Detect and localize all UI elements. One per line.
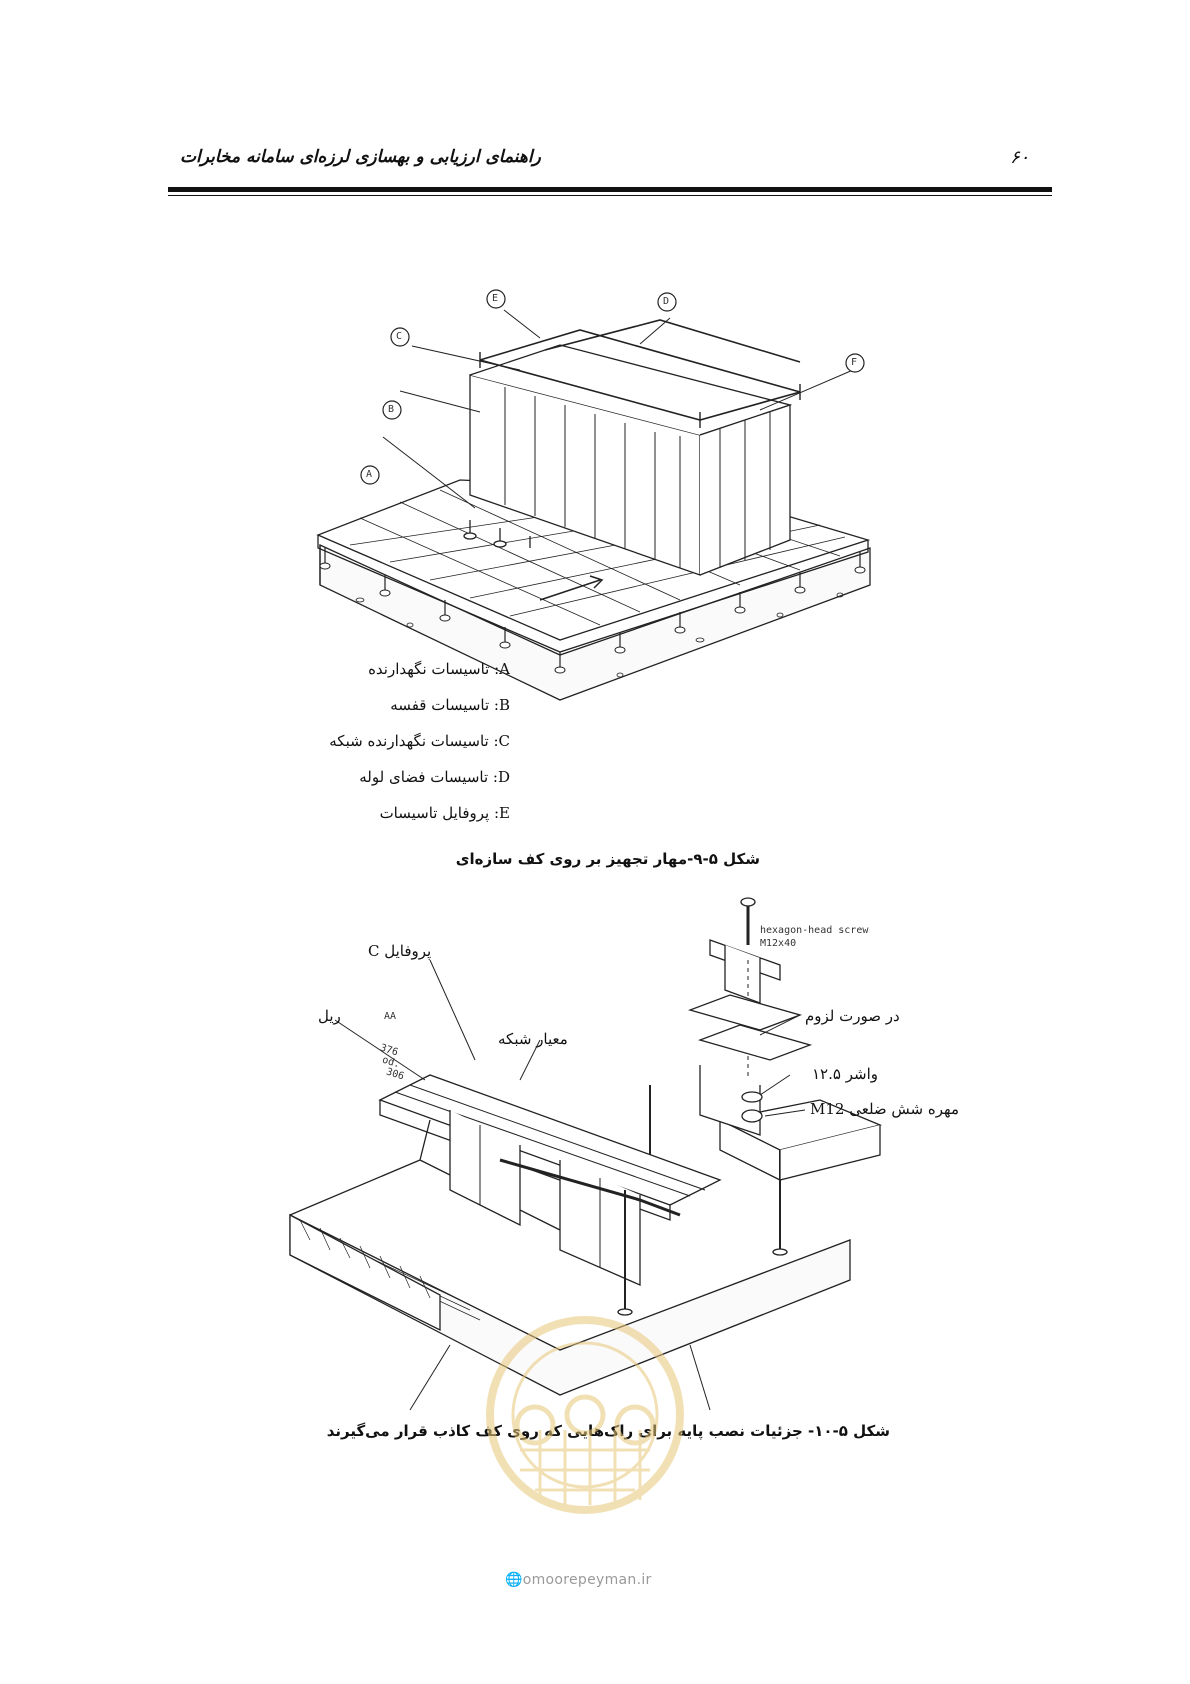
label-grid-gauge: معیار شبکه xyxy=(498,1030,568,1048)
legend-key-e: E xyxy=(499,804,510,822)
label-rail: ریل xyxy=(318,1007,341,1025)
globe-icon: 🌐 xyxy=(505,1572,523,1588)
legend-row-e: E: پروفایل تاسیسات xyxy=(379,804,510,822)
legend-row-a: A: تاسیسات نگهدارنده xyxy=(368,660,510,678)
callout-a: A xyxy=(366,469,373,480)
running-header-title: راهنمای ارزیابی و بهسازی لرزه‌ای سامانه … xyxy=(180,147,541,167)
label-washer: واشر ۱۲.۵ xyxy=(812,1065,878,1083)
legend-key-c: C xyxy=(498,732,510,750)
watermark-url-text: omoorepeyman.ir xyxy=(522,1572,652,1588)
label-profile-c: پروفایل C xyxy=(368,942,432,960)
header-rule-thick xyxy=(168,187,1052,192)
legend-key-b: B xyxy=(498,696,510,714)
legend-row-c: C: تاسیسات نگهدارنده شبکه xyxy=(329,732,510,750)
label-dim-aa: AA xyxy=(384,1011,397,1022)
callout-b: B xyxy=(388,404,395,415)
callout-f: F xyxy=(851,357,858,368)
label-screw-line2: M12x40 xyxy=(760,938,797,949)
callout-c: C xyxy=(396,331,403,342)
figure-9-caption: شکل ۵-۹-مهار تجهیز بر روی کف سازه‌ای xyxy=(455,850,760,868)
header-rule-thin xyxy=(168,195,1052,196)
legend-key-a: A xyxy=(499,660,510,678)
page-number: ۶۰ xyxy=(1010,147,1030,168)
figure-10-caption: شکل ۵-۱۰- جزئیات نصب پایه برای راک‌هایی … xyxy=(326,1422,890,1440)
legend-row-b: B: تاسیسات قفسه xyxy=(390,696,510,714)
legend-text-a: تاسیسات نگهدارنده xyxy=(368,660,490,678)
callout-e: E xyxy=(492,293,499,304)
figure-9-legend: A: تاسیسات نگهدارنده B: تاسیسات قفسه C: … xyxy=(300,660,510,840)
legend-text-c: تاسیسات نگهدارنده شبکه xyxy=(329,732,489,750)
legend-text-b: تاسیسات قفسه xyxy=(390,696,490,714)
watermark-url: 🌐omoorepeyman.ir xyxy=(505,1572,652,1588)
legend-text-d: تاسیسات فضای لوله xyxy=(359,768,489,786)
label-if-needed: در صورت لزوم xyxy=(805,1007,900,1025)
watermark-logo-icon xyxy=(486,1316,684,1514)
legend-key-d: D xyxy=(497,768,510,786)
label-hex-nut: مهره شش ضلعی M12 xyxy=(810,1100,959,1118)
legend-row-d: D: تاسیسات فضای لوله xyxy=(359,768,510,786)
legend-text-e: پروفایل تاسیسات xyxy=(379,804,490,822)
label-screw-line1: hexagon-head screw xyxy=(760,925,869,936)
label-dim-306: 306 xyxy=(384,1066,406,1083)
callout-d: D xyxy=(663,296,670,307)
